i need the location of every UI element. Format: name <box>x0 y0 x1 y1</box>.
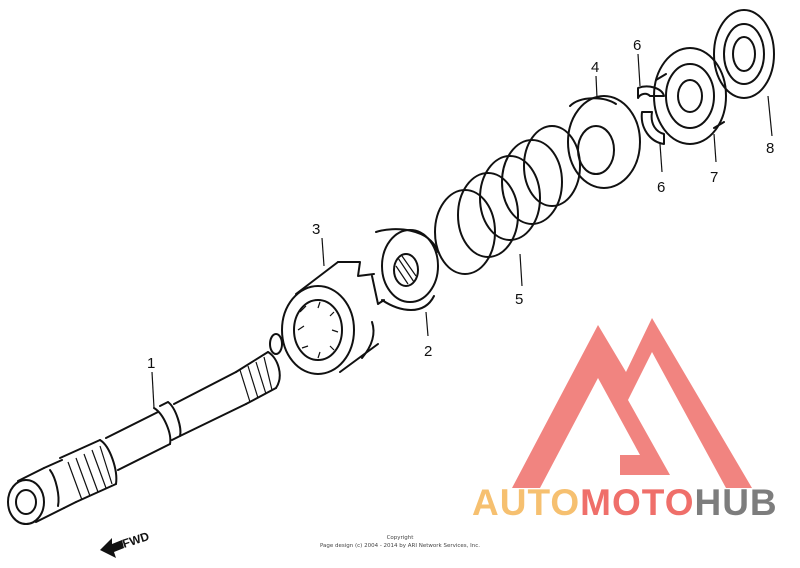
watermark-logo <box>512 318 752 488</box>
part-label-5: 5 <box>515 291 523 308</box>
part-label-6-lower: 6 <box>657 179 665 196</box>
fwd-arrow-icon <box>100 538 124 558</box>
fwd-label: FWD <box>121 529 152 551</box>
part-label-7: 7 <box>710 169 718 186</box>
part-label-3: 3 <box>312 221 320 238</box>
part-label-4: 4 <box>591 59 599 76</box>
copyright-line-1: Copyright <box>387 535 415 541</box>
part-6-circlip-upper <box>637 85 665 99</box>
part-8-oil-seal <box>713 9 775 99</box>
copyright-line-2: Page design (c) 2004 - 2014 by ARI Netwo… <box>320 543 480 549</box>
part-3-dog-gear <box>281 261 379 375</box>
part-label-8: 8 <box>766 140 774 157</box>
part-label-2: 2 <box>424 343 432 360</box>
part-label-6-upper: 6 <box>633 37 641 54</box>
watermark-text: AUTOMOTOHUB <box>472 482 778 523</box>
part-2-shift-fork <box>371 228 439 311</box>
part-5-spring <box>434 125 581 275</box>
leader-lines <box>151 53 773 409</box>
part-1-shaft <box>7 333 283 525</box>
part-7-bearing <box>653 47 727 145</box>
part-6-circlip-lower <box>640 111 665 145</box>
part-4-spring-seat <box>567 95 641 189</box>
part-label-1: 1 <box>147 355 155 372</box>
